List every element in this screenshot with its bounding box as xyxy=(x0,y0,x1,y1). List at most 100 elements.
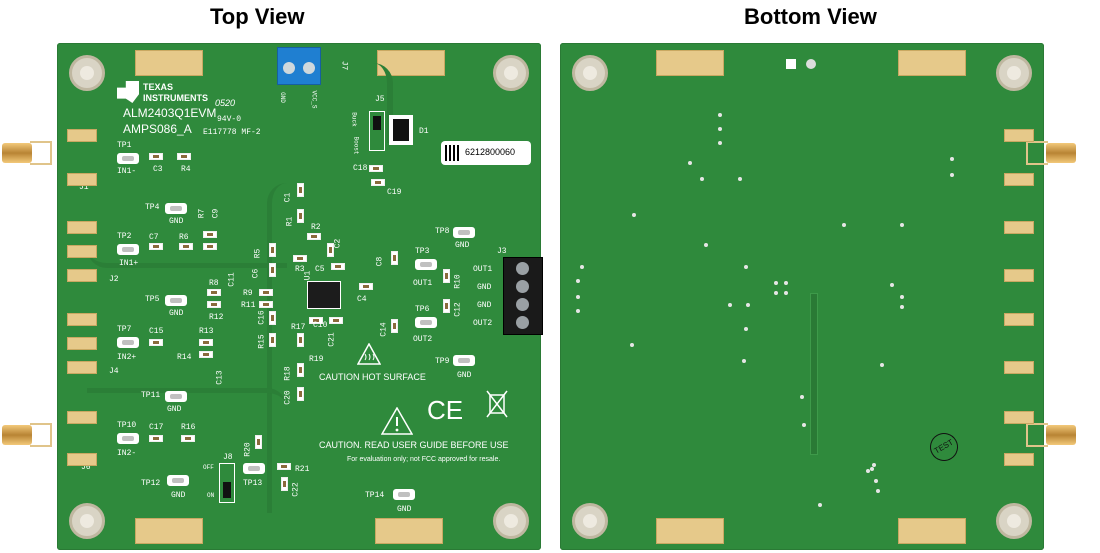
j5-label: J5 xyxy=(375,95,385,104)
component xyxy=(203,231,217,238)
j8-on-label: ON xyxy=(207,492,215,499)
ul-mark: 94V-0 xyxy=(217,115,242,124)
via xyxy=(742,359,746,363)
serial-number: 6212800060 xyxy=(465,147,516,157)
capacitor-c17 xyxy=(149,435,163,442)
test-stamp: TEST xyxy=(924,427,964,467)
test-point-tp11[interactable] xyxy=(165,391,187,402)
hot-surface-warning-icon xyxy=(357,343,381,365)
edge-pad xyxy=(67,313,97,326)
c16-label: C16 xyxy=(257,310,267,325)
j3-gnd2-label: GND xyxy=(477,301,492,310)
r14-label: R14 xyxy=(177,353,192,362)
eval-only-note: For evaluation only; not FCC approved fo… xyxy=(347,456,501,463)
resistor-r5 xyxy=(269,243,276,257)
capacitor-c6 xyxy=(269,263,276,277)
test-point-tp8[interactable] xyxy=(453,227,475,238)
ul-file: E117778 MF-2 xyxy=(203,128,261,137)
in1-plus-label: IN1+ xyxy=(119,259,139,268)
via xyxy=(746,303,750,307)
d1-label: D1 xyxy=(419,127,429,136)
ic-u1 xyxy=(307,281,341,309)
r12-label: R12 xyxy=(209,313,224,322)
test-point-tp4[interactable] xyxy=(165,203,187,214)
c21-label: C21 xyxy=(327,332,337,347)
r5-label: R5 xyxy=(253,248,263,259)
mounting-hole-icon xyxy=(69,55,105,91)
via xyxy=(704,243,708,247)
via xyxy=(870,467,874,471)
output-terminal-block[interactable] xyxy=(503,257,543,335)
top-view-board: J7 GND VCC_S TEXAS INSTRUMENTS ALM2403Q1… xyxy=(2,43,543,550)
test-point-tp13[interactable] xyxy=(243,463,265,474)
test-point-tp12[interactable] xyxy=(167,475,189,486)
via xyxy=(576,279,580,283)
tp5-label: TP5 xyxy=(145,295,160,304)
resistor-r13 xyxy=(199,339,213,346)
mounting-hole-icon xyxy=(572,55,608,91)
r20-label: R20 xyxy=(243,442,253,457)
edge-pad xyxy=(1004,453,1034,466)
via xyxy=(950,157,954,161)
edge-pad xyxy=(67,411,97,424)
test-point-tp1[interactable] xyxy=(117,153,139,164)
tp14-label: TP14 xyxy=(365,491,385,500)
test-point-tp3[interactable] xyxy=(415,259,437,270)
test-point-tp2[interactable] xyxy=(117,244,139,255)
via xyxy=(774,281,778,285)
sma-connector-bottom-j1[interactable] xyxy=(1026,141,1076,165)
resistor-r19 xyxy=(297,333,304,347)
ti-logo-icon xyxy=(117,81,139,103)
c10-label: C10 xyxy=(313,321,328,330)
via xyxy=(900,295,904,299)
via xyxy=(890,283,894,287)
test-point-tp7[interactable] xyxy=(117,337,139,348)
capacitor-c22 xyxy=(281,477,288,491)
test-point-tp5[interactable] xyxy=(165,295,187,306)
gold-pad xyxy=(656,518,724,544)
tp4-label: TP4 xyxy=(145,203,160,212)
test-point-tp10[interactable] xyxy=(117,433,139,444)
via xyxy=(872,463,876,467)
tp13-label: TP13 xyxy=(243,479,263,488)
trace xyxy=(87,203,287,268)
sma-connector-bottom-j6[interactable] xyxy=(1026,423,1076,447)
c15-label: C15 xyxy=(149,327,164,336)
r17-label: R17 xyxy=(291,323,306,332)
via xyxy=(802,423,806,427)
test-point-tp14[interactable] xyxy=(393,489,415,500)
r19-label: R19 xyxy=(309,355,324,364)
caution-read-guide: CAUTION. READ USER GUIDE BEFORE USE xyxy=(319,440,509,450)
pad xyxy=(786,59,796,69)
via xyxy=(718,113,722,117)
j5-header[interactable] xyxy=(369,111,385,151)
test-point-tp6[interactable] xyxy=(415,317,437,328)
edge-pad xyxy=(1004,313,1034,326)
edge-pad xyxy=(1004,361,1034,374)
mounting-hole-icon xyxy=(493,503,529,539)
c4-label: C4 xyxy=(357,295,367,304)
j8-jumper[interactable] xyxy=(219,463,235,503)
tp5-gnd-label: GND xyxy=(169,309,184,318)
qr-code-icon xyxy=(445,145,461,161)
resistor-r6 xyxy=(179,243,193,250)
via xyxy=(818,503,822,507)
trace xyxy=(87,388,287,433)
r15-label: R15 xyxy=(257,334,267,349)
edge-pad xyxy=(67,245,97,258)
pad xyxy=(806,59,816,69)
mounting-hole-icon xyxy=(69,503,105,539)
power-terminal-block[interactable] xyxy=(277,47,321,85)
mounting-hole-icon xyxy=(996,503,1032,539)
caution-hot-surface: CAUTION HOT SURFACE xyxy=(319,372,426,382)
resistor-r3 xyxy=(293,255,307,262)
serial-sticker: 6212800060 xyxy=(441,141,531,165)
c1-label: C1 xyxy=(283,192,293,203)
capacitor-c10 xyxy=(329,317,343,324)
sma-connector-j6[interactable] xyxy=(2,423,52,447)
test-point-tp9[interactable] xyxy=(453,355,475,366)
via xyxy=(718,141,722,145)
sma-connector-j1[interactable] xyxy=(2,141,52,165)
resistor-r21 xyxy=(277,463,291,470)
trace xyxy=(267,183,302,513)
